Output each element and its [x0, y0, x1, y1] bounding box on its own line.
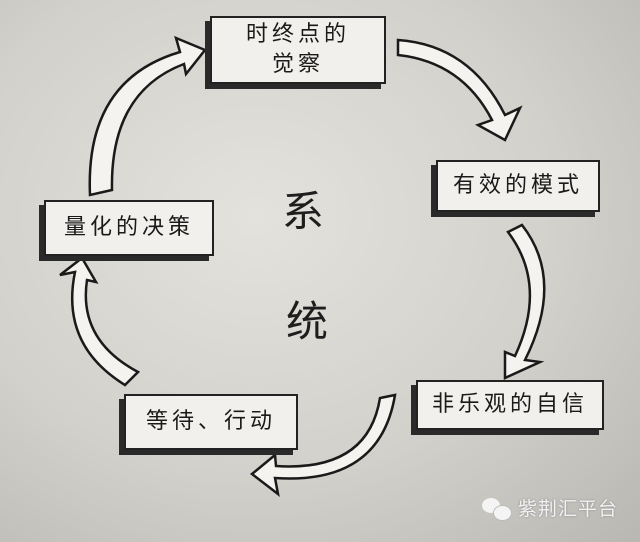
arrow-left-to-top	[88, 35, 208, 197]
node-quantified-decision: 量化的决策	[44, 200, 214, 256]
arrow-top-to-right	[396, 38, 523, 142]
arrow-bottom-to-left	[59, 256, 141, 387]
node-label: 非乐观的自信	[431, 392, 588, 417]
watermark: 紫荆汇平台	[482, 494, 618, 521]
node-effective-pattern: 有效的模式	[436, 160, 600, 212]
watermark-text: 紫荆汇平台	[518, 498, 619, 520]
wechat-bubble-small	[493, 504, 512, 521]
node-wait-act: 等待、行动	[124, 394, 298, 450]
center-char-1: 系	[282, 187, 325, 236]
node-label-line2: 觉察	[271, 52, 324, 77]
node-label: 等待、行动	[145, 409, 276, 434]
arrow-bottomright-to-bottom	[249, 393, 397, 497]
arrow-right-to-bottomright	[503, 223, 546, 380]
node-non-optimistic-confidence: 非乐观的自信	[416, 380, 604, 430]
center-char-2: 统	[286, 297, 329, 346]
node-label-line1: 时终点的	[245, 22, 350, 47]
node-label: 量化的决策	[63, 215, 194, 240]
node-awareness-of-endpoint: 时终点的 觉察	[210, 16, 386, 84]
node-label: 有效的模式	[452, 173, 583, 198]
wechat-icon	[482, 496, 512, 521]
